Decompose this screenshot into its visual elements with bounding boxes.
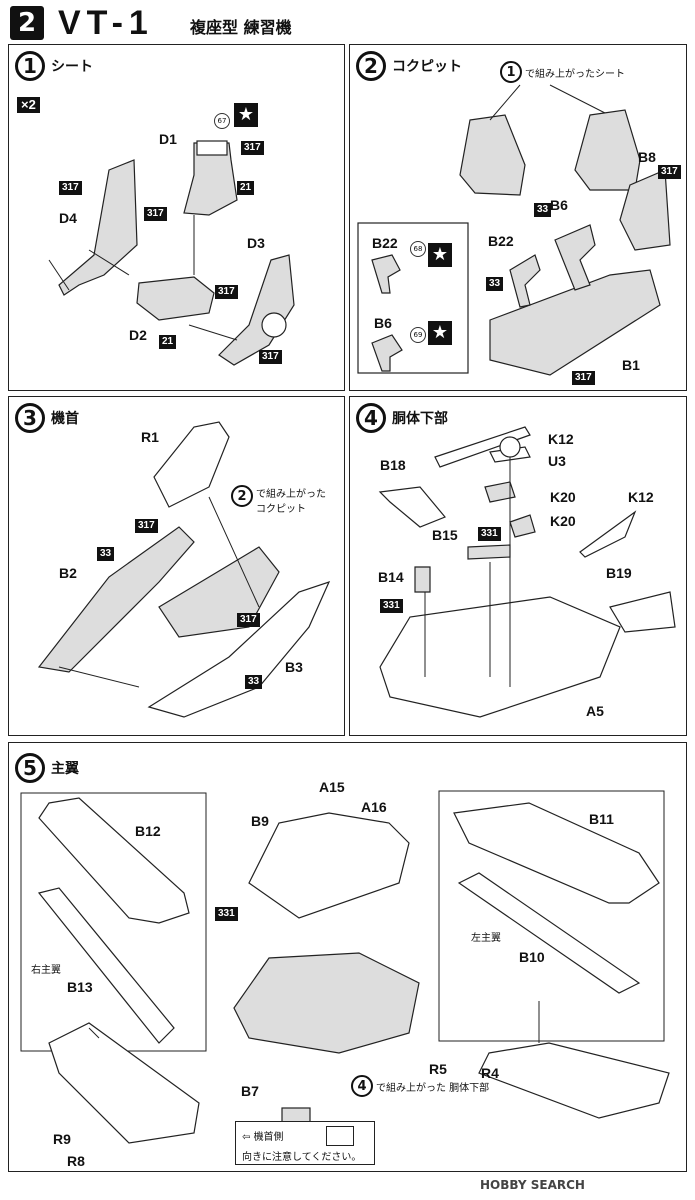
part-label-b11: B11: [589, 811, 614, 827]
step4-number: 4: [356, 403, 386, 433]
color-tag: 317: [144, 207, 167, 221]
assembly-note: で組み上がった コクピット: [256, 489, 326, 515]
orientation-caution-box: ⇦ 機首側 向きに注意してください。: [235, 1121, 375, 1165]
part-label-b2: B2: [59, 565, 77, 581]
part-label-k20b: K20: [550, 513, 576, 529]
star-icon: ★: [428, 321, 452, 345]
page-subtitle: 複座型 練習機: [190, 18, 292, 37]
color-tag: 317: [59, 181, 82, 195]
step5-drawing: [20, 790, 670, 1144]
part-label-a5: A5: [586, 703, 604, 719]
step2-title: コクピット: [392, 59, 462, 75]
step2-number: 2: [356, 51, 386, 81]
right-wing-label: 右主翼: [31, 965, 61, 976]
part-label-r1: R1: [141, 429, 159, 445]
watermark: HOBBY SEARCH: [480, 1178, 585, 1192]
part-label-k12: K12: [548, 431, 574, 447]
color-tag: 33: [97, 547, 115, 561]
part-label-b19: B19: [606, 565, 632, 581]
part-label-b7: B7: [241, 1083, 259, 1099]
paint-code-69: 69: [410, 327, 426, 343]
inset-label-b6: B6: [374, 315, 392, 331]
part-label-b13: B13: [67, 979, 93, 995]
color-tag: 317: [135, 519, 158, 533]
part-label-d3: D3: [247, 235, 265, 251]
page-title: VT-1: [58, 4, 154, 42]
color-tag: 21: [159, 335, 177, 349]
quantity-badge: ×2: [17, 97, 40, 113]
star-icon: ★: [234, 103, 258, 127]
color-tag: 331: [478, 527, 501, 541]
step3-drawing: [37, 421, 331, 718]
color-tag: 317: [215, 285, 238, 299]
ref-step-number: 4: [351, 1075, 373, 1097]
part-label-b22: B22: [488, 233, 514, 249]
left-wing-label: 左主翼: [471, 933, 501, 944]
page-header: 2 VT-1 複座型 練習機: [10, 4, 685, 42]
step1-title: シート: [51, 59, 93, 75]
part-label-k20: K20: [550, 489, 576, 505]
color-tag: 317: [572, 371, 595, 385]
step4-title: 胴体下部: [392, 411, 448, 427]
part-label-b14: B14: [378, 569, 404, 585]
step4-drawing: [378, 426, 676, 718]
part-label-b1: B1: [622, 357, 640, 373]
part-label-b12: B12: [135, 823, 161, 839]
part-label-d4: D4: [59, 210, 77, 226]
part-label-b8: B8: [638, 149, 656, 165]
part-label-b15: B15: [432, 527, 458, 543]
caution-text: 向きに注意してください。: [242, 1152, 362, 1163]
step2-drawing: [357, 84, 671, 376]
color-tag: 331: [215, 907, 238, 921]
color-tag: 317: [237, 613, 260, 627]
color-tag: 33: [245, 675, 263, 689]
part-label-b6: B6: [550, 197, 568, 213]
part-label-r5: R5: [429, 1061, 447, 1077]
part-label-b9: B9: [251, 813, 269, 829]
part-outline-icon: [326, 1126, 354, 1146]
step1-drawing: [48, 140, 295, 366]
step4-panel: 4 胴体下部 K12 U3 B18 K20 K12 B15 K20 B14 B1…: [349, 396, 687, 736]
color-tag: 331: [380, 599, 403, 613]
part-label-d1: D1: [159, 131, 177, 147]
part-label-u3: U3: [548, 453, 566, 469]
step3-panel: 3 機首 2 で組み上がった コクピット R1 B2 B3 317 33 317…: [8, 396, 345, 736]
part-label-b3: B3: [285, 659, 303, 675]
part-label-r9: R9: [53, 1131, 71, 1147]
part-label-k12b: K12: [628, 489, 654, 505]
paint-code-67: 67: [214, 113, 230, 129]
assembly-note: で組み上がったシート: [525, 68, 625, 80]
part-label-r4: R4: [481, 1065, 499, 1081]
part-label-b18: B18: [380, 457, 406, 473]
part-label-d2: D2: [129, 327, 147, 343]
step5-panel: 5 主翼 A15 A16 B9 B12 B11 331 左主翼 右主翼 B10 …: [8, 742, 687, 1172]
inset-label-b22: B22: [372, 235, 398, 251]
paint-code-68: 68: [410, 241, 426, 257]
color-tag: 21: [237, 181, 255, 195]
ref-step-number: 1: [500, 61, 522, 83]
part-label-b10: B10: [519, 949, 545, 965]
color-tag: 317: [259, 350, 282, 364]
ref-step-number: 2: [231, 485, 253, 507]
step-badge: 2: [10, 6, 44, 40]
nose-direction-label: ⇦ 機首側: [242, 1132, 284, 1143]
part-label-a15: A15: [319, 779, 345, 795]
step5-title: 主翼: [51, 761, 79, 777]
star-icon: ★: [428, 243, 452, 267]
color-tag: 317: [241, 141, 264, 155]
color-tag: 33: [534, 203, 552, 217]
step5-number: 5: [15, 753, 45, 783]
part-label-r8: R8: [67, 1153, 85, 1169]
color-tag: 33: [486, 277, 504, 291]
assembly-note: で組み上がった 胴体下部: [376, 1082, 490, 1094]
part-label-a16: A16: [361, 799, 387, 815]
color-tag: 317: [658, 165, 681, 179]
step1-number: 1: [15, 51, 45, 81]
step1-panel: 1 シート ×2 D1 D4 D3 D2 67 ★ 317 21 317 317…: [8, 44, 345, 391]
step3-number: 3: [15, 403, 45, 433]
step3-title: 機首: [51, 411, 79, 427]
step2-panel: 2 コクピット 1 で組み上がったシート B8 B6 B22 B1 B22 B6…: [349, 44, 687, 391]
